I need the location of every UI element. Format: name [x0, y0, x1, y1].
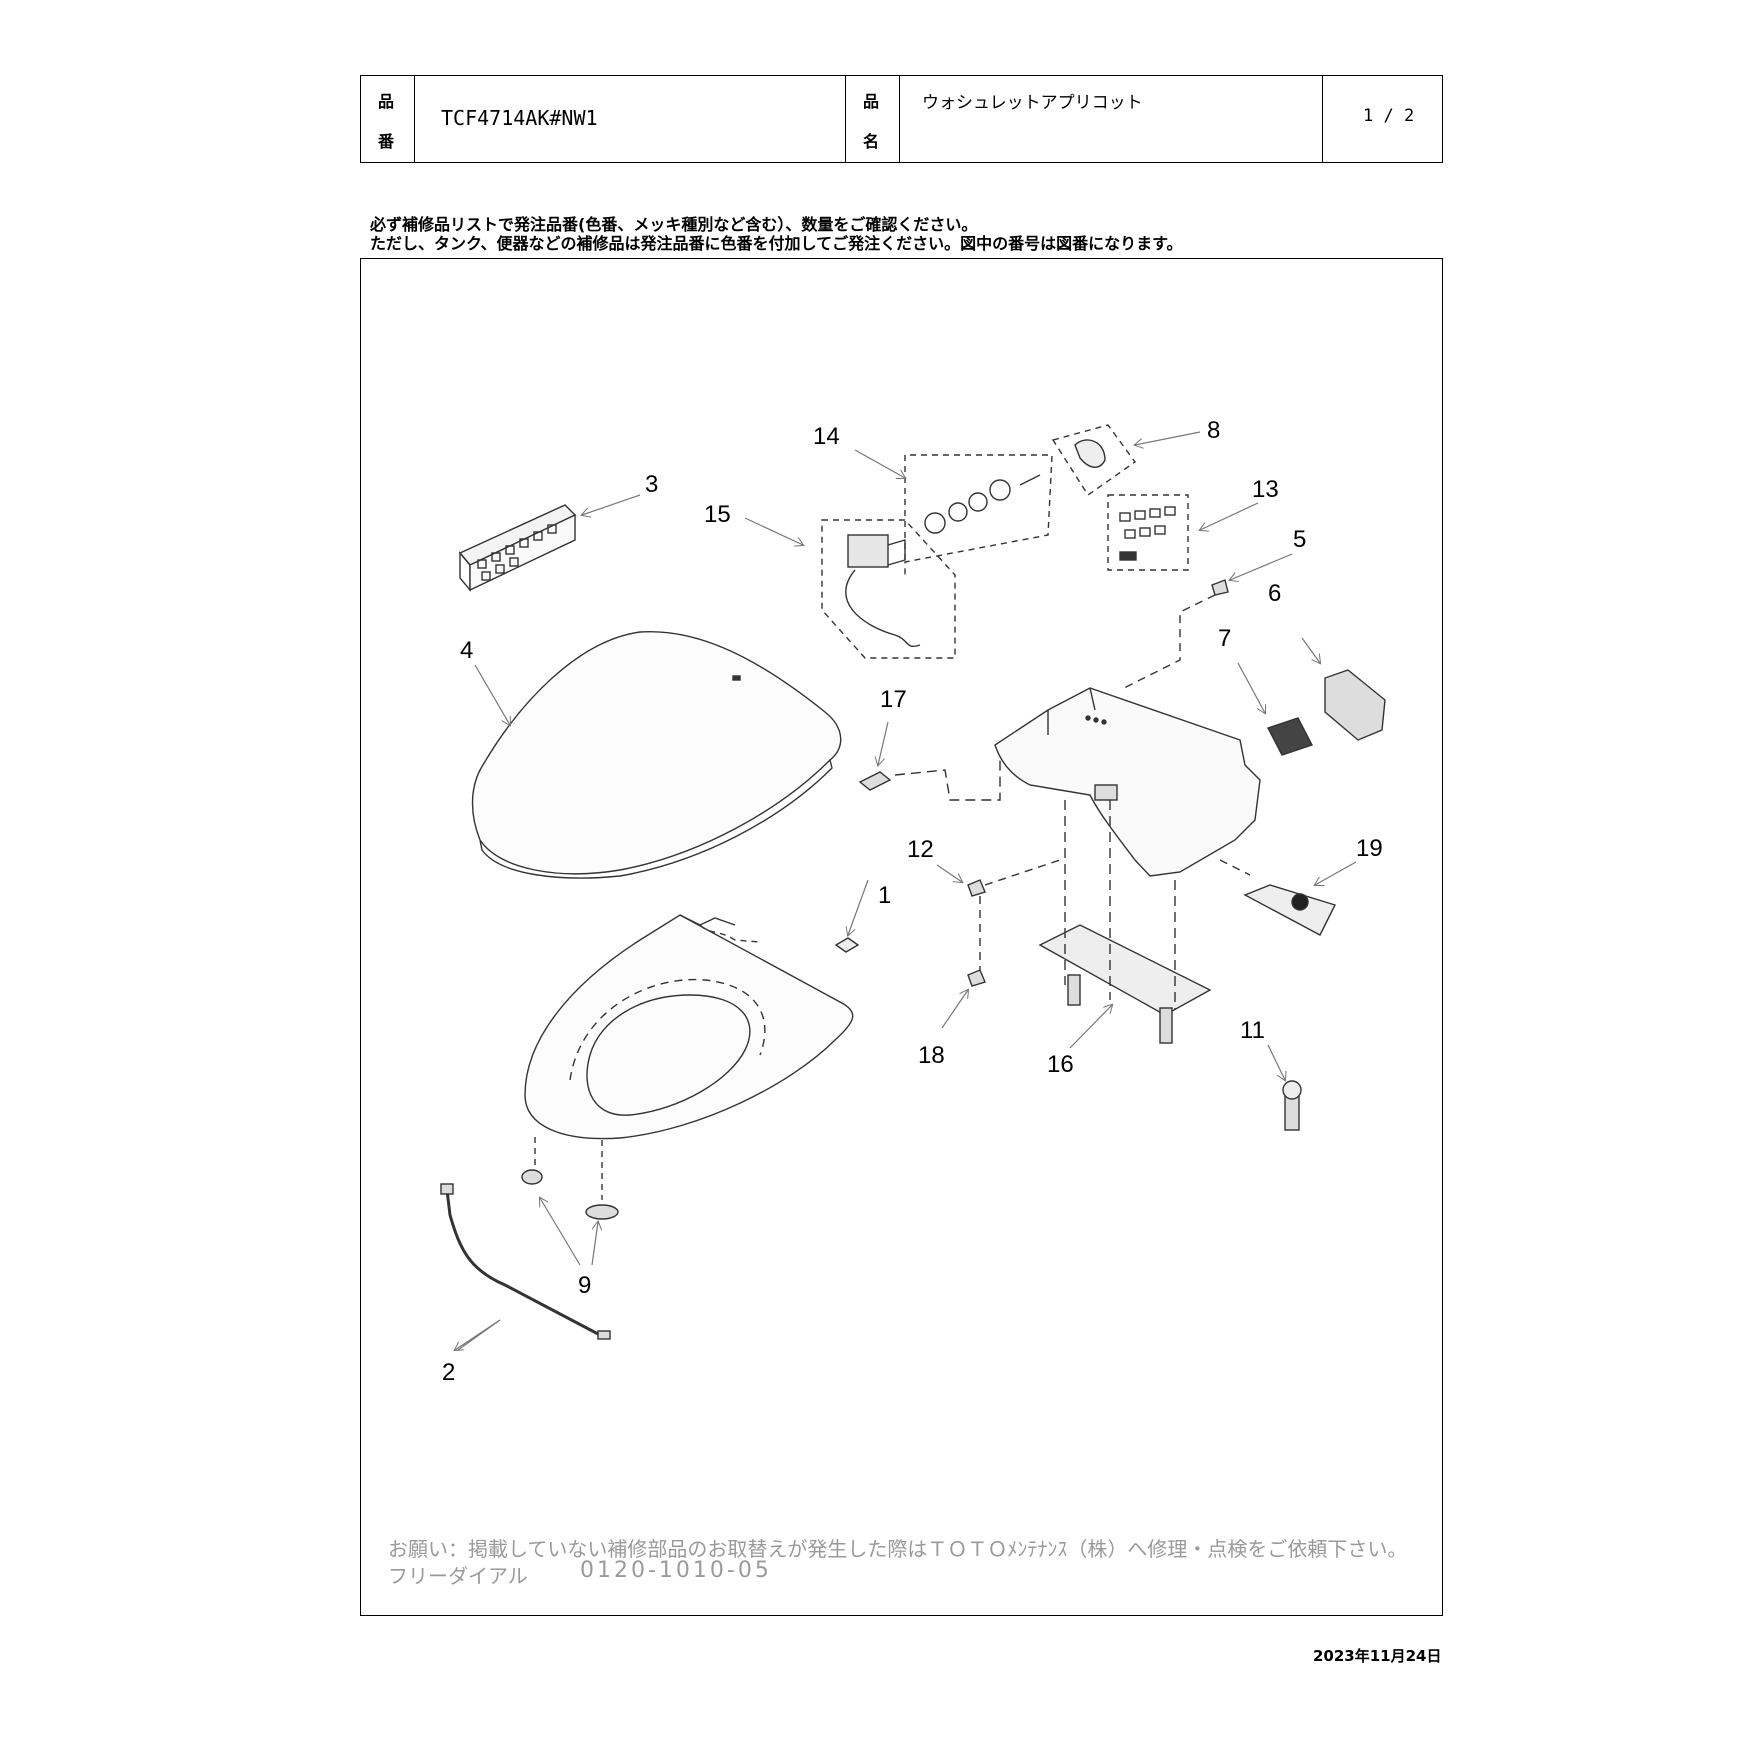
- page-cell: 1 / 2: [1323, 76, 1442, 162]
- main-body-part: [994, 687, 1261, 877]
- callout-15: 15: [704, 501, 731, 528]
- callout-12: 12: [907, 836, 934, 863]
- part-1: [834, 937, 860, 953]
- callout-5: 5: [1293, 526, 1306, 553]
- callout-13: 13: [1252, 476, 1279, 503]
- code-label-cell: 品 番: [361, 76, 415, 162]
- callout-7: 7: [1218, 625, 1231, 652]
- callout-19: 19: [1356, 835, 1383, 862]
- remote-control-part: [458, 504, 577, 592]
- base-plate-part: [1038, 924, 1212, 1016]
- document-date: 2023年11月24日: [1313, 1647, 1442, 1665]
- callout-8: 8: [1207, 417, 1220, 444]
- page-number: 1 / 2: [1363, 106, 1415, 126]
- name-label-top: 品: [863, 92, 880, 111]
- seat-foot-part: [521, 1169, 543, 1185]
- callout-11: 11: [1240, 1017, 1265, 1044]
- name-label-cell: 品 名: [846, 76, 900, 162]
- code-label-top: 品: [378, 92, 395, 111]
- callout-4: 4: [460, 637, 473, 664]
- toilet-lid-part: [471, 630, 842, 875]
- product-code: TCF4714AK#NW1: [441, 106, 598, 130]
- name-value-cell: ウォシュレットアプリコット: [900, 76, 1323, 162]
- callout-1: 1: [878, 882, 891, 909]
- seat-foot-part-2: [585, 1204, 619, 1220]
- freedial-number: 0120-1010-05: [580, 1558, 772, 1583]
- callout-16: 16: [1047, 1051, 1074, 1078]
- note-line-2: ただし、タンク、便器などの補修品は発注品番に色番を付加してご発注ください。図中の…: [370, 234, 1183, 253]
- callout-2: 2: [442, 1359, 455, 1386]
- code-label-bottom: 番: [378, 132, 395, 151]
- freedial-label: フリーダイアル: [388, 1564, 528, 1588]
- callout-9: 9: [578, 1272, 591, 1299]
- name-label-bottom: 名: [863, 132, 880, 151]
- callout-6: 6: [1268, 580, 1281, 607]
- code-value-cell: TCF4714AK#NW1: [415, 76, 846, 162]
- header-table: 品 番 TCF4714AK#NW1 品 名 ウォシュレットアプリコット 1 / …: [360, 75, 1443, 163]
- maintenance-request-note: お願い：掲載していない補修部品のお取替えが発生した際はＴＯＴＯﾒﾝﾃﾅﾝｽ（株）…: [388, 1537, 1408, 1561]
- callout-14: 14: [813, 423, 840, 450]
- callout-3: 3: [645, 471, 658, 498]
- toilet-seat-part: [524, 914, 854, 1140]
- diagram-frame: [360, 258, 1443, 1616]
- note-line-1: 必ず補修品リストで発注品番(色番、メッキ種別など含む）、数量をご確認ください。: [370, 215, 978, 234]
- callout-17: 17: [880, 686, 907, 713]
- callout-18: 18: [918, 1042, 945, 1069]
- product-name: ウォシュレットアプリコット: [922, 93, 1143, 113]
- supply-hose-part: [445, 1189, 601, 1337]
